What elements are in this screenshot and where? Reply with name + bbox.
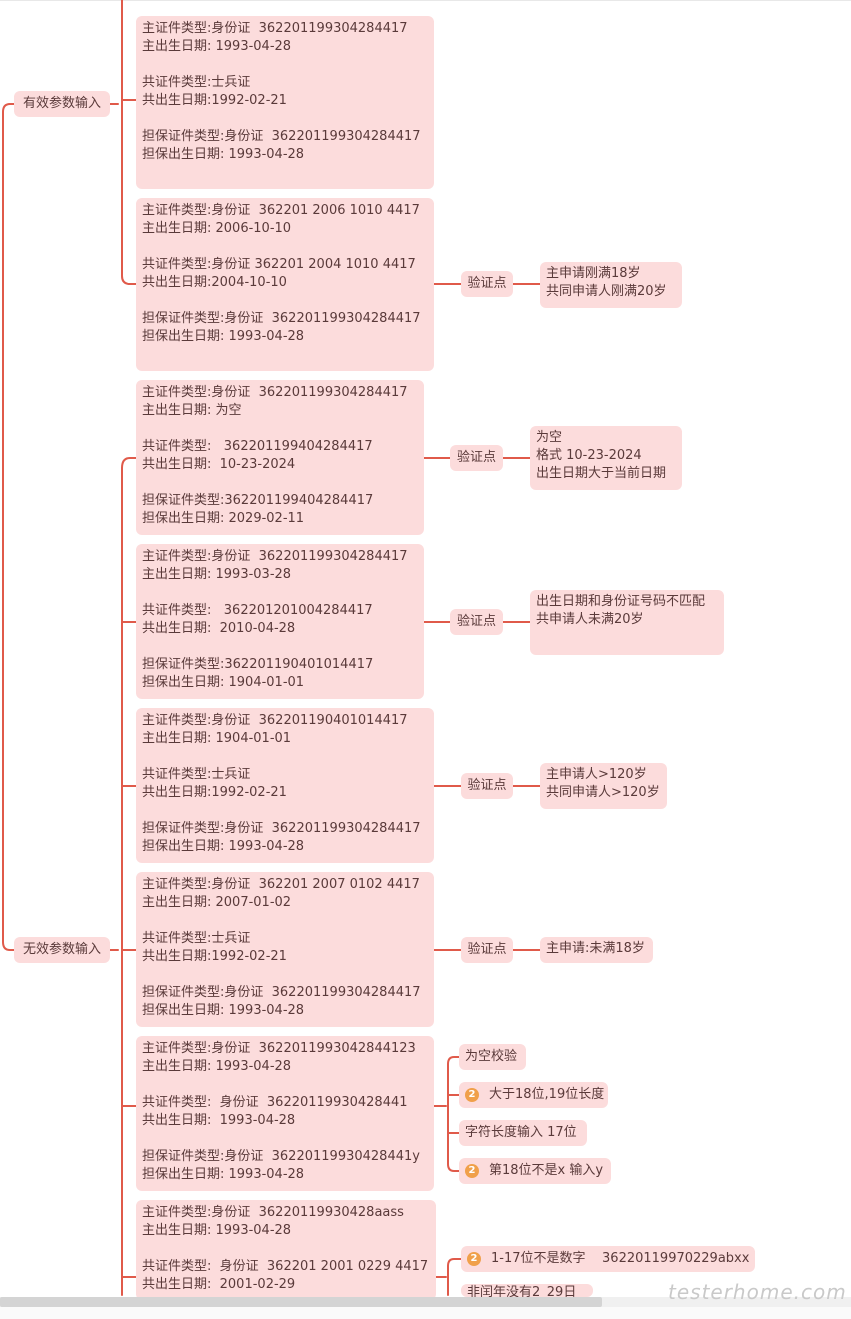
sub-point-non-digit[interactable]: 2 1-17位不是数字 36220119970229abxx	[461, 1246, 755, 1272]
test-case-6[interactable]: 主证件类型:身份证 362201 2007 0102 4417 主出生日期: 2…	[136, 872, 434, 1027]
sub-point-label: 1-17位不是数字 36220119970229abxx	[491, 1251, 750, 1266]
verify-point-tag[interactable]: 验证点	[450, 445, 503, 471]
test-case-8[interactable]: 主证件类型:身份证 36220119930428aass 主出生日期: 1993…	[136, 1200, 436, 1300]
priority-badge-icon: 2	[465, 1088, 479, 1102]
verify-point-tag[interactable]: 验证点	[461, 271, 513, 297]
test-case-4[interactable]: 主证件类型:身份证 362201199304284417 主出生日期: 1993…	[136, 544, 424, 699]
verify-note-5[interactable]: 主申请:未满18岁	[540, 937, 653, 963]
horizontal-scrollbar-thumb[interactable]	[0, 1297, 602, 1307]
verify-point-tag[interactable]: 验证点	[461, 773, 513, 799]
sub-point-leap-year[interactable]: 非闰年没有2_29日	[461, 1284, 593, 1297]
verify-note-4[interactable]: 主申请人>120岁 共同申请人>120岁	[540, 763, 667, 809]
verify-note-2[interactable]: 为空 格式 10-23-2024 出生日期大于当前日期	[530, 426, 682, 490]
verify-note-3[interactable]: 出生日期和身份证号码不匹配 共申请人未满20岁	[530, 590, 724, 655]
sub-point-empty-check[interactable]: 为空校验	[459, 1044, 526, 1070]
sub-point-18th-char[interactable]: 2 第18位不是x 输入y	[459, 1158, 611, 1184]
group-invalid-input[interactable]: 无效参数输入	[14, 937, 110, 963]
sub-point-length-17[interactable]: 字符长度输入 17位	[459, 1120, 587, 1146]
sub-point-length-19[interactable]: 2 大于18位,19位长度	[459, 1082, 608, 1108]
verify-point-tag[interactable]: 验证点	[450, 609, 503, 635]
priority-badge-icon: 2	[465, 1164, 479, 1178]
sub-point-label: 大于18位,19位长度	[489, 1087, 605, 1102]
test-case-1[interactable]: 主证件类型:身份证 362201199304284417 主出生日期: 1993…	[136, 16, 434, 189]
test-case-5[interactable]: 主证件类型:身份证 362201190401014417 主出生日期: 1904…	[136, 708, 434, 863]
priority-badge-icon: 2	[467, 1252, 481, 1266]
sub-point-label: 字符长度输入 17位	[465, 1125, 577, 1140]
sub-point-label: 为空校验	[465, 1049, 518, 1064]
test-case-2[interactable]: 主证件类型:身份证 362201 2006 1010 4417 主出生日期: 2…	[136, 198, 434, 371]
test-case-3[interactable]: 主证件类型:身份证 362201199304284417 主出生日期: 为空 共…	[136, 380, 424, 535]
sub-point-label: 第18位不是x 输入y	[489, 1163, 604, 1178]
bottom-strip	[0, 1307, 851, 1319]
test-case-7[interactable]: 主证件类型:身份证 3622011993042844123 主出生日期: 199…	[136, 1036, 434, 1191]
sub-point-label: 非闰年没有2_29日	[467, 1285, 577, 1297]
verify-point-tag[interactable]: 验证点	[461, 937, 513, 963]
top-border	[0, 0, 851, 1]
verify-note-1[interactable]: 主申请刚满18岁 共同申请人刚满20岁	[540, 262, 682, 308]
group-valid-input[interactable]: 有效参数输入	[14, 91, 110, 117]
watermark: testerhome.com	[668, 1280, 847, 1304]
